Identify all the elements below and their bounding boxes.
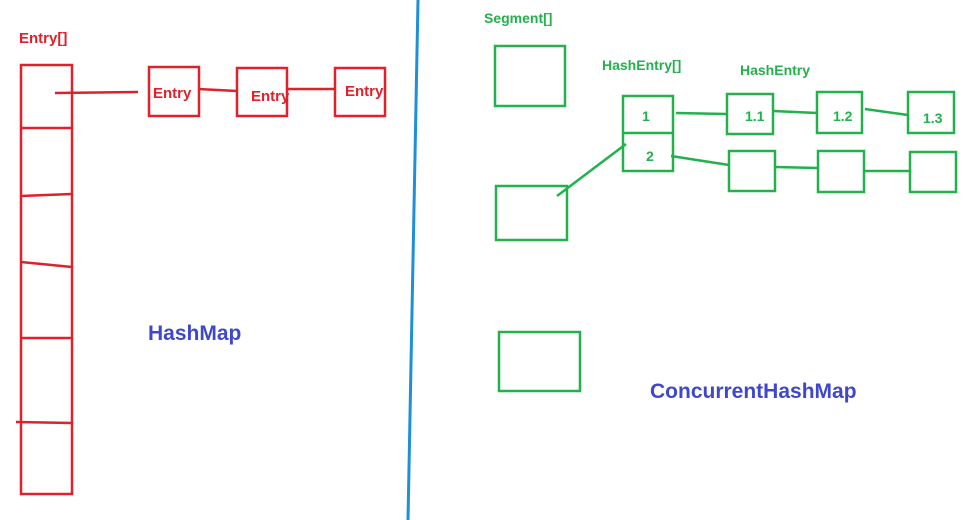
hashentry-node-label: 1.3 <box>923 110 943 126</box>
bucket-label: 2 <box>646 148 654 164</box>
entry-node <box>333 66 387 118</box>
hashentry-link <box>772 109 818 115</box>
hashentry-node <box>906 90 956 135</box>
hashmap-diagram <box>15 63 387 496</box>
hashentry-node <box>816 149 866 194</box>
entry-node-label: Entry <box>251 88 290 105</box>
concurrenthashmap-caption: ConcurrentHashMap <box>650 380 857 403</box>
segment-box <box>494 184 569 242</box>
divider-line <box>406 0 420 520</box>
hashentry-link <box>774 165 819 170</box>
entry-link <box>197 87 238 93</box>
hashentry-link <box>675 111 728 116</box>
entry-array-slot-divider <box>20 192 73 198</box>
entry-node-label: Entry <box>345 83 384 100</box>
entry-array-slot-divider <box>20 260 73 269</box>
concurrenthashmap-diagram <box>493 44 958 393</box>
hashentry-node <box>727 149 777 193</box>
entry-array-box <box>19 63 74 496</box>
hashentry-node <box>908 150 958 194</box>
entry-node <box>147 65 201 118</box>
bucket-label: 1 <box>642 108 650 124</box>
hashmap-labels: Entry[] Entry Entry Entry <box>19 30 384 105</box>
entry-array-label: Entry[] <box>19 30 67 47</box>
entry-node <box>235 66 289 118</box>
hashentry-node-label: 1.1 <box>745 108 765 124</box>
hashentry-node <box>815 90 864 135</box>
segment-box <box>497 330 582 393</box>
concurrenthashmap-labels: Segment[] HashEntry[] HashEntry 1 2 1.1 … <box>484 10 943 164</box>
entry-node-label: Entry <box>153 85 192 102</box>
hashmap-caption: HashMap <box>148 322 241 345</box>
hashentry-node <box>725 92 775 136</box>
hashentry-label: HashEntry <box>740 62 810 78</box>
entry-link <box>54 90 139 95</box>
hashentry-array-label: HashEntry[] <box>602 57 681 73</box>
segment-array-label: Segment[] <box>484 10 552 26</box>
hashentry-node-label: 1.2 <box>833 108 853 124</box>
entry-array-slot-divider <box>15 420 73 425</box>
segment-box <box>493 44 567 108</box>
segment-link <box>556 143 627 197</box>
hashentry-link <box>864 107 909 117</box>
hashentry-link <box>670 154 730 167</box>
